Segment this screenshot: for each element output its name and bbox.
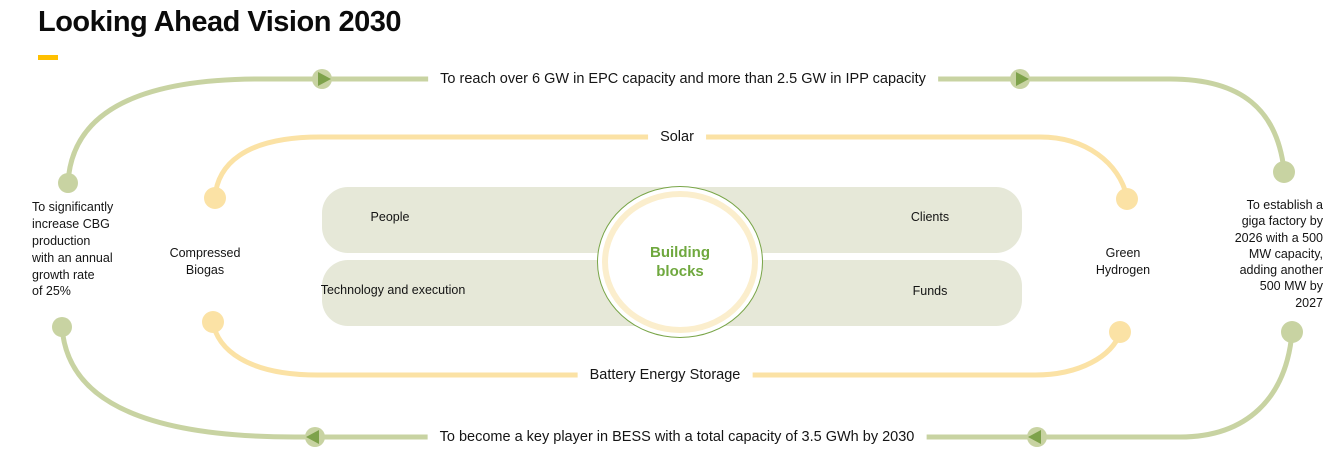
page-title: Looking Ahead Vision 2030	[38, 6, 402, 38]
green-endpoint-dot	[1281, 321, 1303, 343]
epc-loop-top-path	[65, 76, 1287, 186]
arrow-left-icon	[305, 427, 325, 447]
solar-label: Solar	[648, 127, 706, 147]
people-label: People	[370, 210, 410, 224]
green-endpoint-dot	[58, 173, 78, 193]
giga-factory-goal-text: To establish a giga factory by 2026 with…	[1234, 198, 1323, 310]
battery-storage-label: Battery Energy Storage	[577, 365, 753, 385]
title-underline-dash	[38, 55, 58, 60]
clients-label: Clients	[910, 210, 950, 224]
arrow-left-icon	[1027, 427, 1047, 447]
arrow-right-icon	[312, 69, 332, 89]
building-blocks-circle: Building blocks	[597, 186, 763, 338]
compressed-biogas-label: Compressed Biogas	[169, 246, 241, 277]
bess-goal-label: To become a key player in BESS with a to…	[427, 427, 927, 447]
solar-loop-top-path	[212, 134, 1130, 201]
funds-label: Funds	[912, 284, 948, 298]
cbg-goal-text: To significantly increase CBG production…	[32, 200, 114, 299]
technology-execution-label: Technology and execution	[320, 283, 466, 297]
epc-capacity-label: To reach over 6 GW in EPC capacity and m…	[428, 69, 938, 89]
green-hydrogen-label: Green Hydrogen	[1095, 246, 1151, 277]
battery-loop-bottom-path	[210, 319, 1123, 378]
yellow-endpoint-dot	[1109, 321, 1131, 343]
green-endpoint-dot	[52, 317, 72, 337]
bess-loop-bottom-path	[59, 324, 1295, 440]
green-endpoint-dot	[1273, 161, 1295, 183]
yellow-endpoint-dot	[1116, 188, 1138, 210]
arrow-right-icon	[1010, 69, 1030, 89]
building-blocks-label: Building blocks	[650, 243, 710, 281]
yellow-endpoint-dot	[202, 311, 224, 333]
yellow-endpoint-dot	[204, 187, 226, 209]
